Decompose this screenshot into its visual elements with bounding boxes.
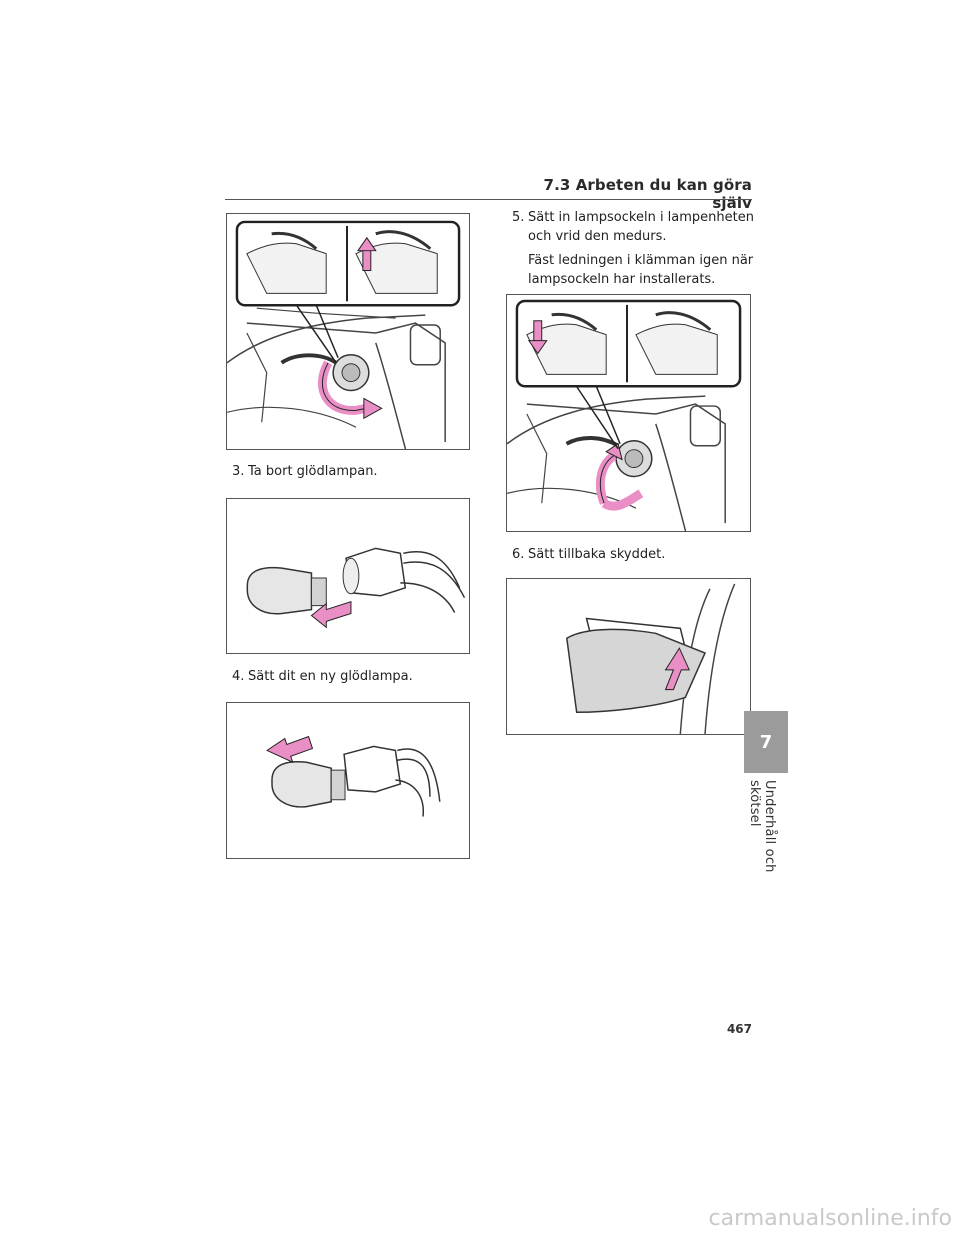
- step-text: Sätt tillbaka skyddet.: [528, 547, 666, 562]
- chapter-number: 7: [759, 731, 773, 753]
- note-line1: Fäst ledningen i klämman igen när: [528, 253, 754, 268]
- step-text-line1: Sätt in lampsockeln i lampenheten: [528, 210, 754, 225]
- figure-bulb-install: [226, 702, 470, 859]
- bulb-removal-illustration: [246, 547, 466, 629]
- chapter-tab: 7: [744, 711, 788, 773]
- figure-bulb-removal: [226, 498, 470, 654]
- step-number: 5.: [512, 210, 525, 225]
- figure-cover-install: [506, 578, 751, 735]
- page-number: 467: [726, 1022, 752, 1036]
- section-title: 7.3 Arbeten du kan göra själv: [543, 176, 752, 212]
- step-text: Ta bort glödlampan.: [248, 464, 378, 479]
- step-number: 6.: [512, 547, 525, 562]
- step-number: 3.: [232, 464, 245, 479]
- step-text-line2: och vrid den medurs.: [528, 229, 667, 244]
- step-4: 4.Sätt dit en ny glödlampa.: [232, 667, 413, 686]
- chapter-label: Underhåll och skötsel: [747, 780, 777, 873]
- step-5-note: Fäst ledningen i klämman igen när lampso…: [528, 251, 753, 289]
- figure-socket-removal: [226, 213, 470, 450]
- socket-install-illustration: [507, 299, 742, 531]
- watermark: carmanualsonline.info: [708, 1206, 952, 1231]
- figure-socket-install: [506, 294, 751, 532]
- note-line2: lampsockeln har installerats.: [528, 272, 716, 287]
- step-6: 6.Sätt tillbaka skyddet.: [512, 545, 665, 564]
- step-text: Sätt dit en ny glödlampa.: [248, 669, 413, 684]
- socket-removal-illustration: [227, 214, 469, 449]
- bulb-install-illustration: [266, 735, 441, 817]
- step-3: 3.Ta bort glödlampan.: [232, 462, 378, 481]
- step-5: 5.Sätt in lampsockeln i lampenheten och …: [512, 208, 754, 246]
- step-number: 4.: [232, 669, 245, 684]
- cover-install-illustration: [565, 583, 736, 734]
- header-divider: [225, 199, 752, 200]
